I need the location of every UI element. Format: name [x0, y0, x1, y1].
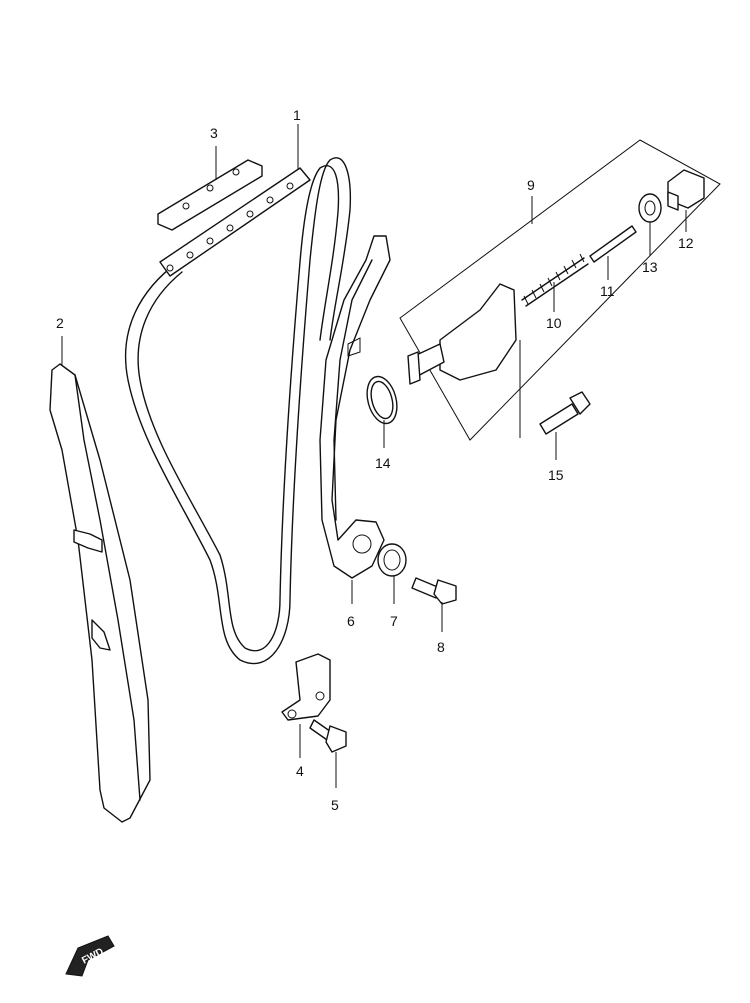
callout-5: 5 [331, 797, 339, 813]
callout-15: 15 [548, 467, 564, 483]
bushing [377, 543, 407, 577]
callout-labels: 1 2 3 4 5 6 7 8 9 10 11 12 13 14 15 [56, 107, 694, 813]
tensioner-body [407, 283, 517, 385]
front-chain-guide [49, 363, 151, 823]
upper-guide-plate [157, 159, 263, 231]
callout-11: 11 [600, 283, 615, 299]
callout-13: 13 [642, 259, 658, 275]
callout-9: 9 [527, 177, 535, 193]
o-ring [366, 375, 398, 425]
spring [521, 253, 589, 307]
callout-14: 14 [375, 455, 391, 471]
push-rod [589, 225, 637, 263]
callout-2: 2 [56, 315, 64, 331]
cam-chain [124, 157, 352, 665]
tensioner-arm-bolt [411, 577, 457, 605]
tensioner-arm [319, 235, 391, 579]
callout-3: 3 [210, 125, 218, 141]
callout-6: 6 [347, 613, 355, 629]
callout-10: 10 [546, 315, 562, 331]
callout-8: 8 [437, 639, 445, 655]
callout-12: 12 [678, 235, 694, 251]
fwd-arrow-icon: FWD [65, 935, 115, 977]
bracket-bolt [309, 719, 347, 753]
callout-7: 7 [390, 613, 398, 629]
leader-lines [61, 124, 687, 788]
callout-4: 4 [296, 763, 304, 779]
tensioner-assembly-box [399, 139, 721, 441]
washer [638, 193, 662, 223]
callout-1: 1 [293, 107, 301, 123]
cap-bolt [667, 169, 705, 211]
tensioner-bolt [539, 391, 591, 435]
chain-links [159, 167, 311, 277]
bracket-plate [281, 653, 331, 721]
